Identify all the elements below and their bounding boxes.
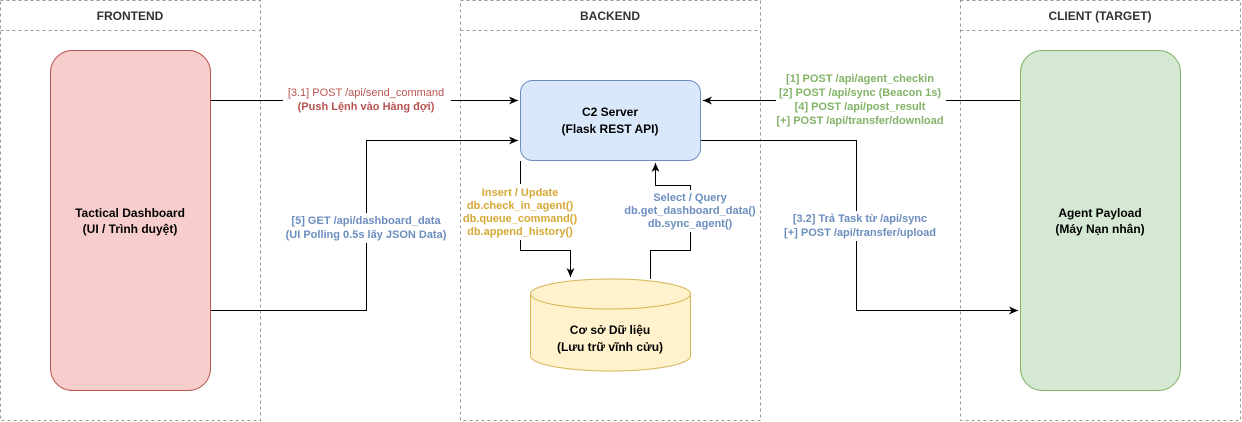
- edge-db-write-label-4: db.append_history(): [467, 226, 573, 238]
- edge-db-read-label-3: db.sync_agent(): [648, 218, 733, 230]
- edge-db-write[interactable]: Insert / Update db.check_in_agent() db.q…: [463, 161, 578, 277]
- node-database-subtitle: (Lưu trữ vĩnh cửu): [557, 340, 663, 354]
- edge-server-response-label-1: [3.2] Trả Task từ /api/sync: [793, 213, 927, 225]
- zone-backend: BACKEND: [460, 0, 761, 421]
- node-dashboard-title: Tactical Dashboard: [75, 206, 185, 220]
- zone-title-client: CLIENT (TARGET): [1048, 9, 1151, 23]
- edge-send-command-label-1: [3.1] POST /api/send_command: [288, 87, 444, 99]
- node-agent-title: Agent Payload: [1058, 206, 1141, 220]
- edge-server-response[interactable]: [3.2] Trả Task từ /api/sync [+] POST /ap…: [701, 140, 1018, 315]
- node-server[interactable]: C2 Server (Flask REST API): [520, 80, 701, 161]
- zone-title-backend: BACKEND: [580, 9, 640, 23]
- node-dashboard[interactable]: Tactical Dashboard (UI / Trình duyệt): [50, 50, 211, 391]
- edge-dashboard-data-label-1: [5] GET /api/dashboard_data: [291, 215, 441, 227]
- edge-db-write-label-3: db.queue_command(): [463, 213, 578, 225]
- node-database[interactable]: Cơ sở Dữ liệu (Lưu trữ vĩnh cửu): [530, 278, 691, 372]
- node-agent[interactable]: Agent Payload (Máy Nạn nhân): [1020, 50, 1181, 391]
- node-agent-subtitle: (Máy Nạn nhân): [1055, 222, 1144, 236]
- edge-db-write-label-1: Insert / Update: [482, 187, 558, 199]
- edge-server-response-label-2: [+] POST /api/transfer/upload: [784, 227, 936, 239]
- node-dashboard-subtitle: (UI / Trình duyệt): [83, 222, 178, 236]
- edge-agent-requests-label-4: [+] POST /api/transfer/download: [776, 115, 943, 127]
- edge-agent-requests-label-2: [2] POST /api/sync (Beacon 1s): [779, 87, 941, 99]
- node-database-title: Cơ sở Dữ liệu: [570, 323, 650, 337]
- edge-agent-requests[interactable]: [1] POST /api/agent_checkin [2] POST /ap…: [703, 70, 1020, 127]
- node-server-subtitle: (Flask REST API): [562, 122, 659, 136]
- edge-db-write-label-2: db.check_in_agent(): [467, 200, 574, 212]
- zone-client: CLIENT (TARGET): [960, 0, 1241, 421]
- node-server-title: C2 Server: [582, 105, 638, 119]
- edge-db-read-label-2: db.get_dashboard_data(): [624, 205, 756, 217]
- edge-send-command-label-2: (Push Lệnh vào Hàng đợi): [298, 101, 435, 113]
- edge-dashboard-data-label-2: (UI Polling 0.5s lấy JSON Data): [286, 229, 447, 241]
- edge-dashboard-data[interactable]: [5] GET /api/dashboard_data (UI Polling …: [211, 136, 518, 311]
- edge-db-read-label-1: Select / Query: [653, 192, 727, 204]
- edge-db-read[interactable]: Select / Query db.get_dashboard_data() d…: [622, 163, 758, 279]
- edge-agent-requests-label-3: [4] POST /api/post_result: [795, 101, 926, 113]
- edge-send-command[interactable]: [3.1] POST /api/send_command (Push Lệnh …: [211, 85, 518, 115]
- zone-title-frontend: FRONTEND: [97, 9, 164, 23]
- edge-agent-requests-label-1: [1] POST /api/agent_checkin: [786, 73, 934, 85]
- zone-frontend: FRONTEND: [0, 0, 261, 421]
